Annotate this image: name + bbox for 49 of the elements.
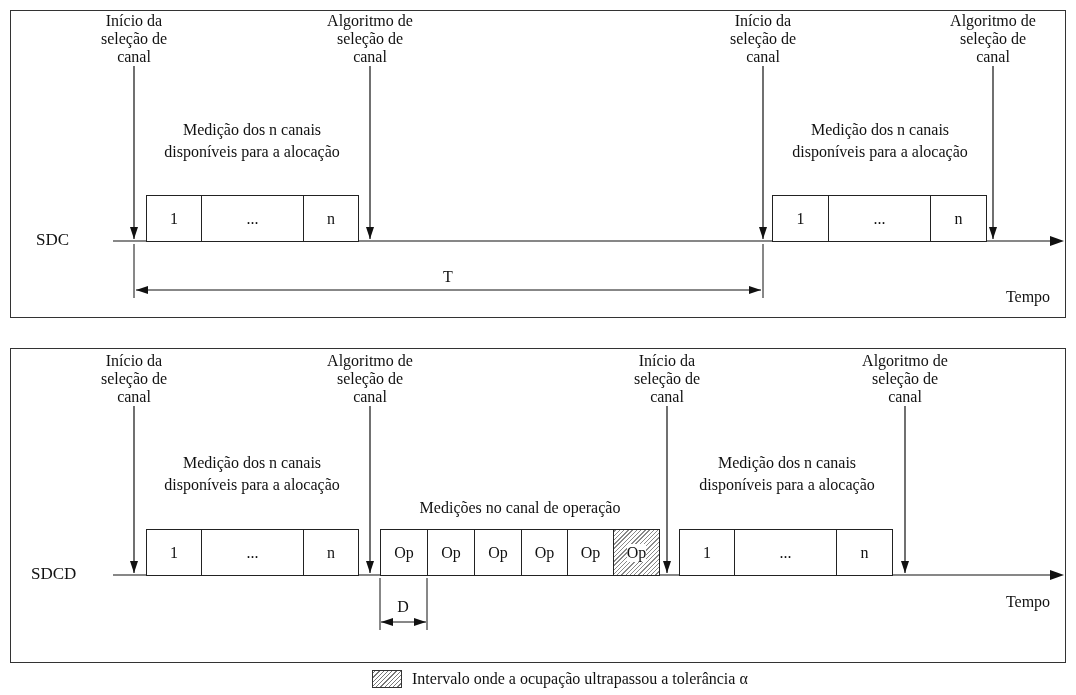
arrow	[366, 65, 374, 240]
annotation-text: Medição dos n canais disponíveis para a alocação	[698, 453, 876, 496]
interval-cell: 1	[772, 195, 829, 242]
timeline-name: SDCD	[31, 564, 77, 584]
arrow	[901, 405, 909, 574]
interval-cell: ...	[828, 195, 931, 242]
hatched-interval-cell: Op	[613, 529, 660, 576]
timeline-panel	[10, 10, 1066, 318]
timeline-panel	[10, 348, 1066, 663]
time-axis	[113, 236, 1064, 246]
arrow	[663, 405, 671, 574]
interval-cell: Op	[380, 529, 428, 576]
interval-cell: n	[303, 529, 359, 576]
annotation-text: T	[443, 267, 453, 287]
interval-cell: Op	[427, 529, 475, 576]
annotation-text: Medição dos n canais disponíveis para a alocação	[163, 453, 341, 496]
interval-cell: 1	[679, 529, 735, 576]
interval-cell: Op	[521, 529, 568, 576]
event-label: Início da seleção de canal	[622, 352, 712, 406]
annotation-text: Tempo	[1005, 287, 1051, 308]
arrow	[366, 405, 374, 574]
arrow	[989, 65, 997, 240]
interval-cell: n	[836, 529, 893, 576]
event-label: Algoritmo de seleção de canal	[325, 352, 415, 406]
interval-cell: ...	[201, 529, 304, 576]
interval-cell: Op	[567, 529, 614, 576]
annotation-text: D	[397, 597, 409, 617]
interval-cell: ...	[201, 195, 304, 242]
arrow	[130, 65, 138, 240]
interval-cell: 1	[146, 529, 202, 576]
annotation-text: Medição dos n canais disponíveis para a alocação	[791, 120, 969, 163]
event-label: Algoritmo de seleção de canal	[325, 12, 415, 66]
arrow	[759, 65, 767, 240]
interval-cell: Op	[474, 529, 522, 576]
timeline-name: SDC	[36, 230, 70, 250]
event-label: Início da seleção de canal	[89, 12, 179, 66]
interval-cell: ...	[734, 529, 837, 576]
interval-cell: n	[930, 195, 987, 242]
annotation-text: Medição dos n canais disponíveis para a alocação	[163, 120, 341, 163]
event-label: Algoritmo de seleção de canal	[860, 352, 950, 406]
annotation-text: Medições no canal de operação	[419, 498, 621, 519]
annotation-text: Tempo	[1005, 592, 1051, 613]
arrow	[130, 405, 138, 574]
legend-text: Intervalo onde a ocupação ultrapassou a tolerância α	[412, 670, 748, 688]
event-label: Início da seleção de canal	[718, 12, 808, 66]
event-label: Início da seleção de canal	[89, 352, 179, 406]
interval-cell: n	[303, 195, 359, 242]
event-label: Algoritmo de seleção de canal	[948, 12, 1038, 66]
interval-cell: 1	[146, 195, 202, 242]
